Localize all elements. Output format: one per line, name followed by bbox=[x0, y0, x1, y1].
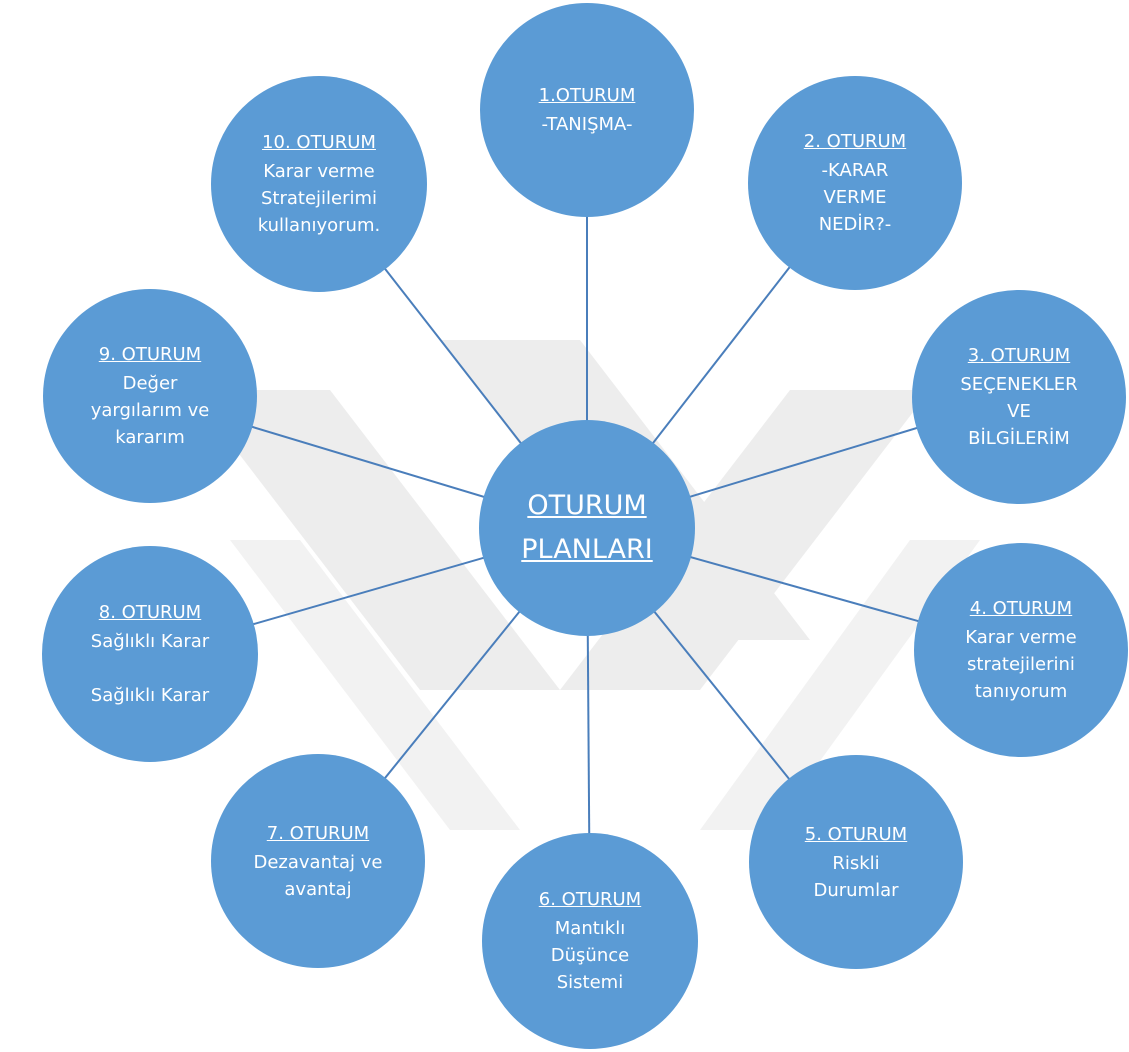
session-text: VE bbox=[1007, 401, 1031, 422]
session-text: Riskli bbox=[832, 852, 880, 874]
session-text: Sağlıklı Karar bbox=[90, 685, 210, 706]
session-text: Düşünce bbox=[550, 945, 630, 966]
session-title: 9. OTURUM bbox=[98, 344, 202, 365]
session-text: kullanıyorum. bbox=[257, 215, 381, 236]
session-text: Sistemi bbox=[556, 972, 624, 993]
session-text: Stratejilerimi bbox=[260, 188, 378, 209]
session-text: avantaj bbox=[284, 878, 352, 900]
session-text: -TANIŞMA- bbox=[541, 114, 633, 135]
session-title: 3. OTURUM bbox=[967, 345, 1071, 366]
session-text: BİLGİLERİM bbox=[968, 428, 1070, 449]
session-text: SEÇENEKLER bbox=[960, 374, 1078, 395]
session-text: stratejilerini bbox=[967, 654, 1075, 675]
session-title: 6. OTURUM bbox=[538, 889, 642, 910]
session-text: Değer bbox=[122, 373, 178, 394]
session-title: 2. OTURUM bbox=[803, 131, 907, 152]
session-title: 10. OTURUM bbox=[262, 132, 376, 153]
session-text: kararım bbox=[115, 427, 185, 448]
session-text: NEDİR?- bbox=[818, 214, 892, 235]
session-text: VERME bbox=[823, 187, 887, 208]
session-title: 7. OTURUM bbox=[266, 822, 370, 844]
session-text: tanıyorum bbox=[974, 681, 1068, 702]
session-title: 8. OTURUM bbox=[98, 602, 202, 623]
session-node-4: 4. OTURUM Karar verme stratejilerini tanıyo… bbox=[914, 543, 1128, 757]
center-title-line: OTURUM bbox=[527, 490, 647, 521]
session-text: Mantıklı bbox=[554, 918, 626, 939]
center-title-line: PLANLARI bbox=[521, 534, 653, 565]
center-node: OTURUM PLANLARI bbox=[479, 420, 695, 636]
session-text: Karar verme bbox=[263, 161, 375, 182]
session-title: 5. OTURUM bbox=[804, 823, 908, 845]
session-node-9: 9. OTURUM Değer yargılarım ve kararım bbox=[43, 289, 257, 503]
session-node-3: 3. OTURUM SEÇENEKLER VE BİLGİLERİM bbox=[912, 290, 1126, 504]
session-text: -KARAR bbox=[821, 160, 889, 181]
session-text: Karar verme bbox=[965, 627, 1077, 648]
session-title: 1.OTURUM bbox=[538, 85, 636, 106]
session-text: Sağlıklı Karar bbox=[90, 631, 210, 652]
session-node-1: 1.OTURUM -TANIŞMA- bbox=[480, 3, 694, 217]
session-title: 4. OTURUM bbox=[969, 598, 1073, 619]
session-node-2: 2. OTURUM -KARAR VERME NEDİR?- bbox=[748, 76, 962, 290]
session-text: yargılarım ve bbox=[90, 400, 210, 421]
session-node-7: 7. OTURUM Dezavantaj ve avantaj bbox=[211, 754, 425, 968]
session-text: Durumlar bbox=[813, 879, 899, 901]
session-text: Dezavantaj ve bbox=[253, 851, 383, 873]
